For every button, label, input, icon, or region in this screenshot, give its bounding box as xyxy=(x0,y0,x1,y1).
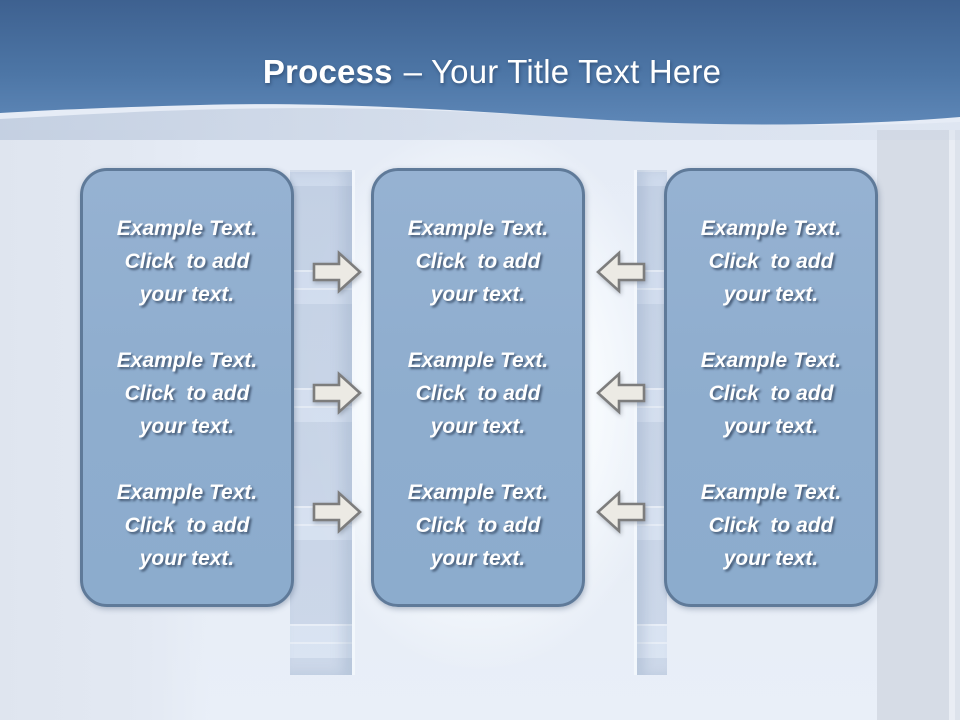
text-line: Example Text. xyxy=(407,217,549,240)
text-line: Example Text. xyxy=(700,481,842,504)
text-line: Click to add xyxy=(124,382,250,405)
text-line: Click to add xyxy=(415,382,541,405)
slide-title-rest: – Your Title Text Here xyxy=(403,53,722,90)
text-block: Example Text. Click to add your text. xyxy=(83,476,291,575)
slide-title: Process – Your Title Text Here xyxy=(12,52,960,92)
text-line: your text. xyxy=(430,283,526,306)
slide-title-emphasis: Process xyxy=(262,53,393,90)
text-line: Example Text. xyxy=(116,217,258,240)
header-band: Process – Your Title Text Here xyxy=(0,0,960,140)
process-panel-right: Example Text. Click to add your text. Ex… xyxy=(664,168,878,607)
background-right-doorframe xyxy=(877,130,960,720)
right-arrow-icon xyxy=(312,489,362,535)
text-line: Example Text. xyxy=(700,217,842,240)
text-line: your text. xyxy=(430,415,526,438)
process-panel-center: Example Text. Click to add your text. Ex… xyxy=(371,168,585,607)
text-line: your text. xyxy=(723,415,819,438)
background-door-right xyxy=(634,170,667,675)
text-block: Example Text. Click to add your text. xyxy=(374,344,582,443)
text-block: Example Text. Click to add your text. xyxy=(667,212,875,311)
text-line: your text. xyxy=(723,547,819,570)
text-line: Example Text. xyxy=(407,481,549,504)
text-line: Click to add xyxy=(415,250,541,273)
text-line: Example Text. xyxy=(700,349,842,372)
process-panel-left: Example Text. Click to add your text. Ex… xyxy=(80,168,294,607)
text-line: Click to add xyxy=(415,514,541,537)
text-line: your text. xyxy=(723,283,819,306)
right-arrow-icon xyxy=(312,249,362,295)
text-line: Example Text. xyxy=(116,481,258,504)
right-arrow-icon xyxy=(312,370,362,416)
text-line: Example Text. xyxy=(116,349,258,372)
text-line: Click to add xyxy=(708,250,834,273)
text-line: your text. xyxy=(139,547,235,570)
left-arrow-icon xyxy=(596,489,646,535)
text-block: Example Text. Click to add your text. xyxy=(83,344,291,443)
text-line: Click to add xyxy=(124,514,250,537)
text-line: your text. xyxy=(139,283,235,306)
text-block: Example Text. Click to add your text. xyxy=(667,344,875,443)
text-block: Example Text. Click to add your text. xyxy=(374,212,582,311)
text-line: Click to add xyxy=(708,514,834,537)
left-arrow-icon xyxy=(596,249,646,295)
header-wave xyxy=(0,0,960,125)
text-block: Example Text. Click to add your text. xyxy=(667,476,875,575)
left-arrow-icon xyxy=(596,370,646,416)
background-door-left xyxy=(290,170,355,675)
text-line: your text. xyxy=(139,415,235,438)
text-line: your text. xyxy=(430,547,526,570)
text-line: Click to add xyxy=(124,250,250,273)
text-block: Example Text. Click to add your text. xyxy=(374,476,582,575)
header-wave-underlay xyxy=(0,108,960,140)
text-line: Example Text. xyxy=(407,349,549,372)
text-block: Example Text. Click to add your text. xyxy=(83,212,291,311)
text-line: Click to add xyxy=(708,382,834,405)
